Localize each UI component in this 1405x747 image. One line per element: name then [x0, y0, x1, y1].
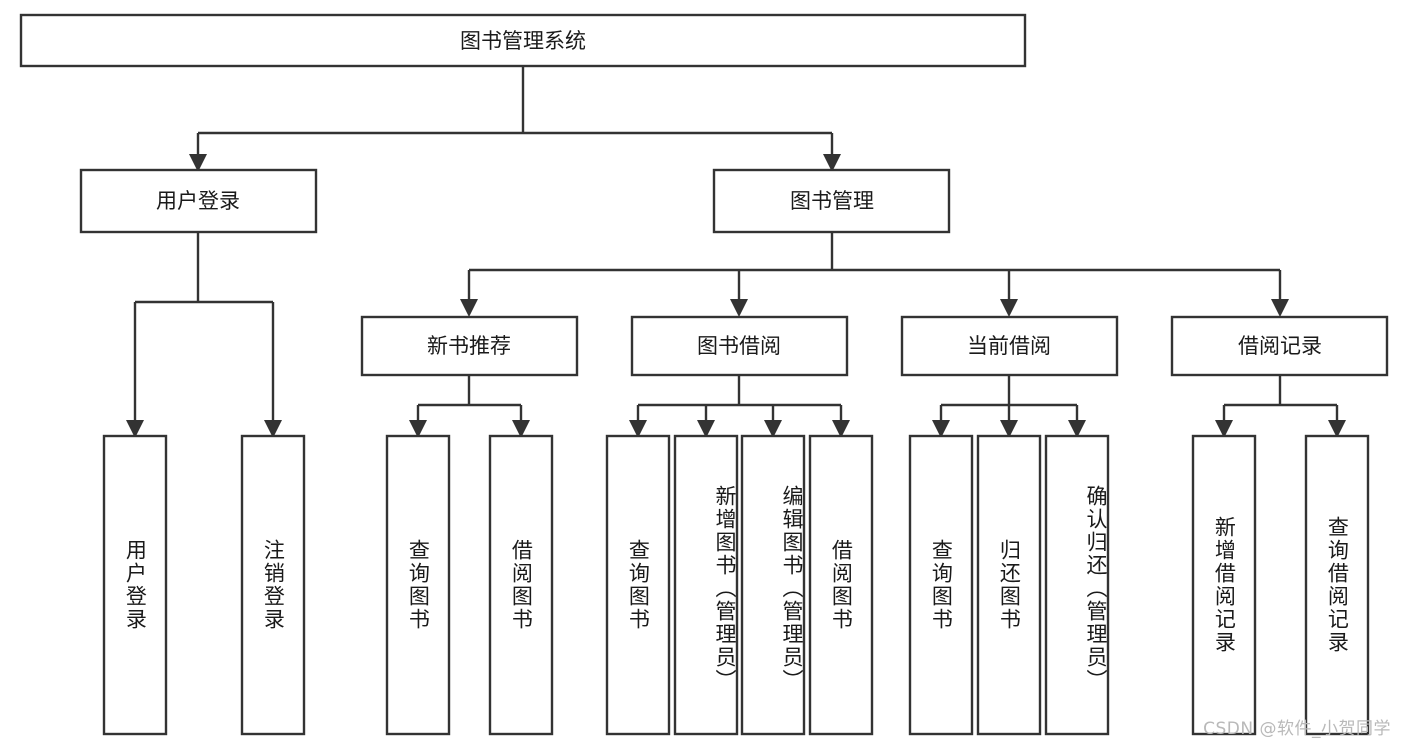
node-root[interactable]: 图书管理系统 [19, 13, 1027, 68]
leaf-query-book-2-box[interactable] [605, 434, 671, 736]
node-new-book-recommend[interactable]: 新书推荐 [360, 315, 579, 377]
leaf-user-login-box[interactable] [102, 434, 168, 736]
connector-userlogin-to-leaves [126, 232, 282, 438]
node-borrow-record[interactable]: 借阅记录 [1170, 315, 1389, 377]
leaf-boxes[interactable] [102, 434, 1370, 736]
node-current-borrow[interactable]: 当前借阅 [900, 315, 1119, 377]
node-root-label: 图书管理系统 [460, 29, 586, 53]
node-current-borrow-box[interactable] [900, 315, 1119, 377]
leaf-query-book-3-box[interactable] [908, 434, 974, 736]
connector-bookborrow-to-leaves [629, 375, 850, 438]
leaf-add-book-box[interactable] [673, 434, 739, 736]
node-user-login[interactable]: 用户登录 [79, 168, 318, 234]
leaf-edit-book-box[interactable] [740, 434, 806, 736]
arrow-to-current-borrow [1000, 299, 1018, 317]
leaf-query-borrow-record-box[interactable] [1304, 434, 1370, 736]
leaf-return-book-box[interactable] [976, 434, 1042, 736]
node-root-box[interactable] [19, 13, 1027, 68]
node-new-book-recommend-label: 新书推荐 [427, 334, 511, 358]
leaf-borrow-book-1-box[interactable] [488, 434, 554, 736]
node-user-login-box[interactable] [79, 168, 318, 234]
leaf-logout-login-box[interactable] [240, 434, 306, 736]
connector-root-to-level2 [189, 66, 841, 172]
csdn-watermark: CSDN @软件_小贺同学 [1203, 719, 1391, 739]
leaf-add-borrow-record-box[interactable] [1191, 434, 1257, 736]
arrow-to-new-book-recommend [460, 299, 478, 317]
node-borrow-record-box[interactable] [1170, 315, 1389, 377]
node-book-borrow-label: 图书借阅 [697, 334, 781, 358]
connector-currentborrow-to-leaves [932, 375, 1086, 438]
node-book-manage-box[interactable] [712, 168, 951, 234]
node-book-manage-label: 图书管理 [790, 189, 874, 213]
node-book-borrow-box[interactable] [630, 315, 849, 377]
arrow-to-book-borrow [730, 299, 748, 317]
arrow-to-borrow-record [1271, 299, 1289, 317]
leaf-borrow-book-2-box[interactable] [808, 434, 874, 736]
node-book-manage[interactable]: 图书管理 [712, 168, 951, 234]
connector-borrowrecord-to-leaves [1215, 375, 1346, 438]
node-borrow-record-label: 借阅记录 [1238, 334, 1322, 358]
node-book-borrow[interactable]: 图书借阅 [630, 315, 849, 377]
node-new-book-recommend-box[interactable] [360, 315, 579, 377]
node-current-borrow-label: 当前借阅 [967, 334, 1051, 358]
connector-newbook-to-leaves [409, 375, 530, 438]
connector-bookmanage-to-level3 [460, 232, 1289, 317]
leaf-query-book-1-box[interactable] [385, 434, 451, 736]
leaf-confirm-return-box[interactable] [1044, 434, 1110, 736]
node-user-login-label: 用户登录 [156, 189, 240, 213]
